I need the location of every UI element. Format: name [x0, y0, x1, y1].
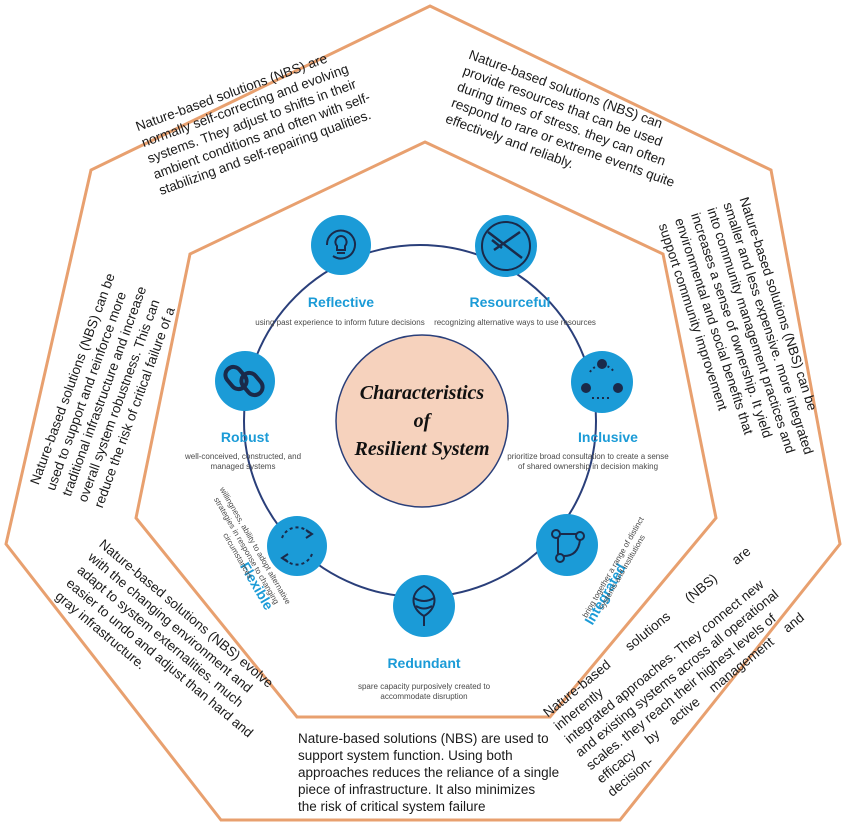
- chain-link-icon: [223, 364, 265, 398]
- node-integrated: [536, 514, 598, 576]
- artichoke-icon: [412, 584, 436, 626]
- center-title: Characteristics of Resilient System: [336, 335, 508, 507]
- node-redundant: [393, 575, 455, 637]
- node-resourceful: [475, 215, 537, 277]
- outer-text-redundant: Nature-based solutions (NBS) are used to…: [298, 731, 560, 814]
- center-title-line3: Resilient System: [354, 438, 490, 460]
- center-circle: [335, 334, 509, 508]
- node-flexible: [267, 516, 327, 576]
- people-circle-icon: [581, 359, 623, 399]
- flex-arrows-icon: [280, 526, 314, 566]
- connected-nodes-icon: [551, 529, 585, 563]
- node-title-robust: Robust: [220, 429, 270, 445]
- node-title-inclusive: Inclusive: [578, 429, 638, 445]
- lightbulb-cycle-icon: [325, 229, 356, 260]
- node-inclusive: [571, 351, 633, 413]
- node-title-resourceful: Resourceful: [469, 294, 551, 310]
- node-desc-resourceful: recognizing alternative ways to use reso…: [434, 318, 596, 327]
- swiss-army-knife-icon: [481, 221, 531, 271]
- node-robust: [215, 351, 275, 411]
- node-desc-robust: well-conceived, constructed, and managed…: [184, 452, 302, 471]
- node-desc-inclusive: prioritize broad consultation to create …: [507, 452, 669, 471]
- node-title-redundant: Redundant: [387, 655, 461, 671]
- node-reflective: [311, 215, 371, 275]
- node-desc-redundant: spare capacity purposively created to ac…: [357, 682, 491, 701]
- outer-heptagon: [4, 4, 842, 822]
- node-title-reflective: Reflective: [307, 294, 375, 310]
- node-desc-reflective: using past experience to inform future d…: [255, 318, 425, 327]
- center-title-line2: of: [413, 410, 431, 432]
- inner-heptagon: [134, 140, 718, 719]
- center-title-line1: Characteristics: [359, 382, 485, 404]
